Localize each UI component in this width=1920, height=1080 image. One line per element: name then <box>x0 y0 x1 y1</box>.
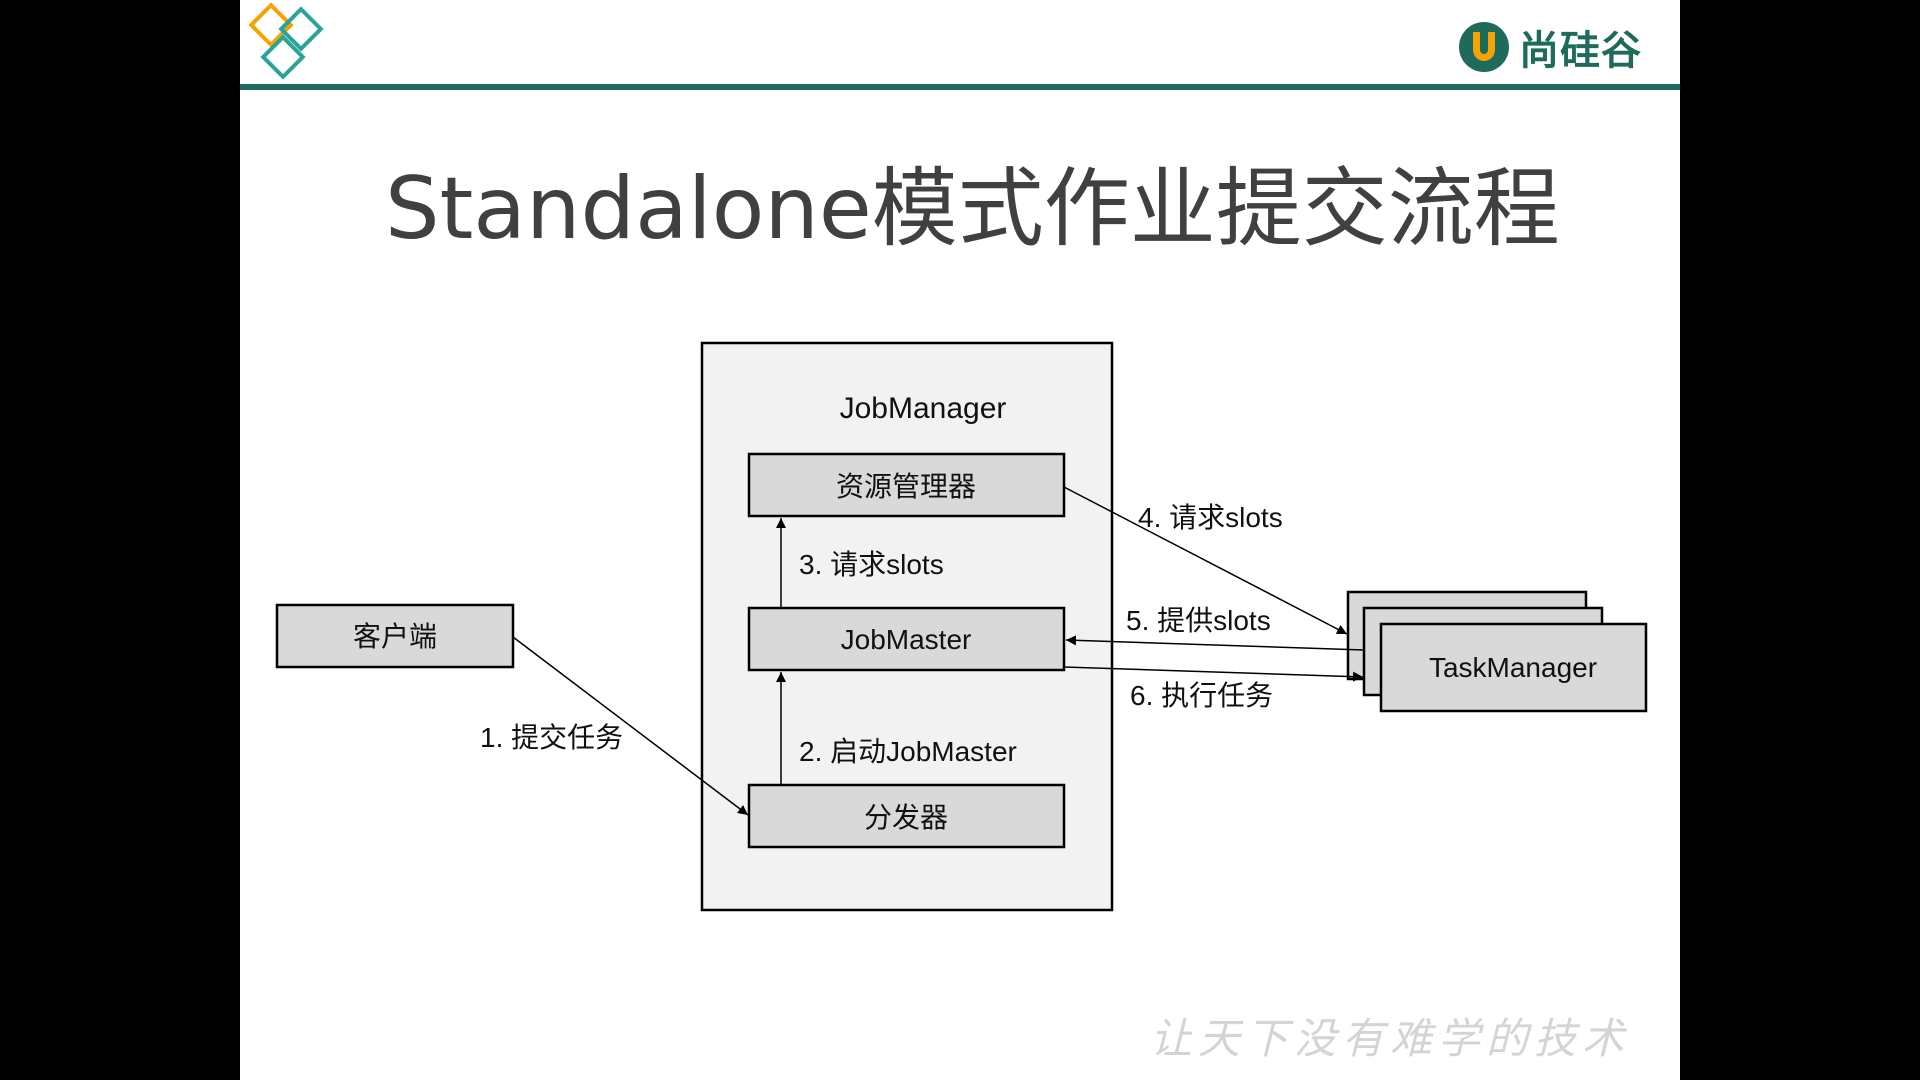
brand: 尚硅谷 <box>1457 18 1642 76</box>
jobmaster-box <box>747 606 1066 672</box>
step5-label: 5. 提供slots <box>1126 605 1271 636</box>
jobmanager-label: JobManager <box>840 392 1007 425</box>
u-badge-icon <box>1459 22 1509 72</box>
jobmaster-label: JobMaster <box>841 624 972 655</box>
arrow-step4 <box>1063 486 1348 635</box>
slide: 尚硅谷 Standalone模式作业提交流程 JobManager 资源管理器 … <box>240 0 1680 1080</box>
header-divider <box>240 84 1680 90</box>
step1-label: 1. 提交任务 <box>480 722 623 753</box>
arrow-step5 <box>1065 635 1365 651</box>
dispatcher-label: 分发器 <box>864 802 948 833</box>
flow-diagram: JobManager 资源管理器 JobMaster 分发器 客户端 TaskM… <box>275 341 1648 912</box>
step2-label: 2. 启动JobMaster <box>799 736 1017 767</box>
resource-manager-box <box>747 452 1066 518</box>
brand-text: 尚硅谷 <box>1519 28 1642 74</box>
watermark: 让天下没有难学的技术 <box>1149 1014 1630 1063</box>
page-title: Standalone模式作业提交流程 <box>385 159 1560 259</box>
diamond-logo-icon <box>248 2 324 80</box>
client-box <box>275 603 515 669</box>
dispatcher-box <box>747 783 1066 849</box>
arrow-step1 <box>512 636 749 816</box>
taskmanager-label: TaskManager <box>1429 652 1597 683</box>
step4-label: 4. 请求slots <box>1138 502 1283 533</box>
step6-label: 6. 执行任务 <box>1130 680 1273 711</box>
taskmanager-box <box>1379 622 1648 713</box>
client-label: 客户端 <box>353 621 437 652</box>
resource-manager-label: 资源管理器 <box>836 471 976 502</box>
step3-label: 3. 请求slots <box>799 549 944 580</box>
arrow-step6 <box>1063 666 1364 682</box>
